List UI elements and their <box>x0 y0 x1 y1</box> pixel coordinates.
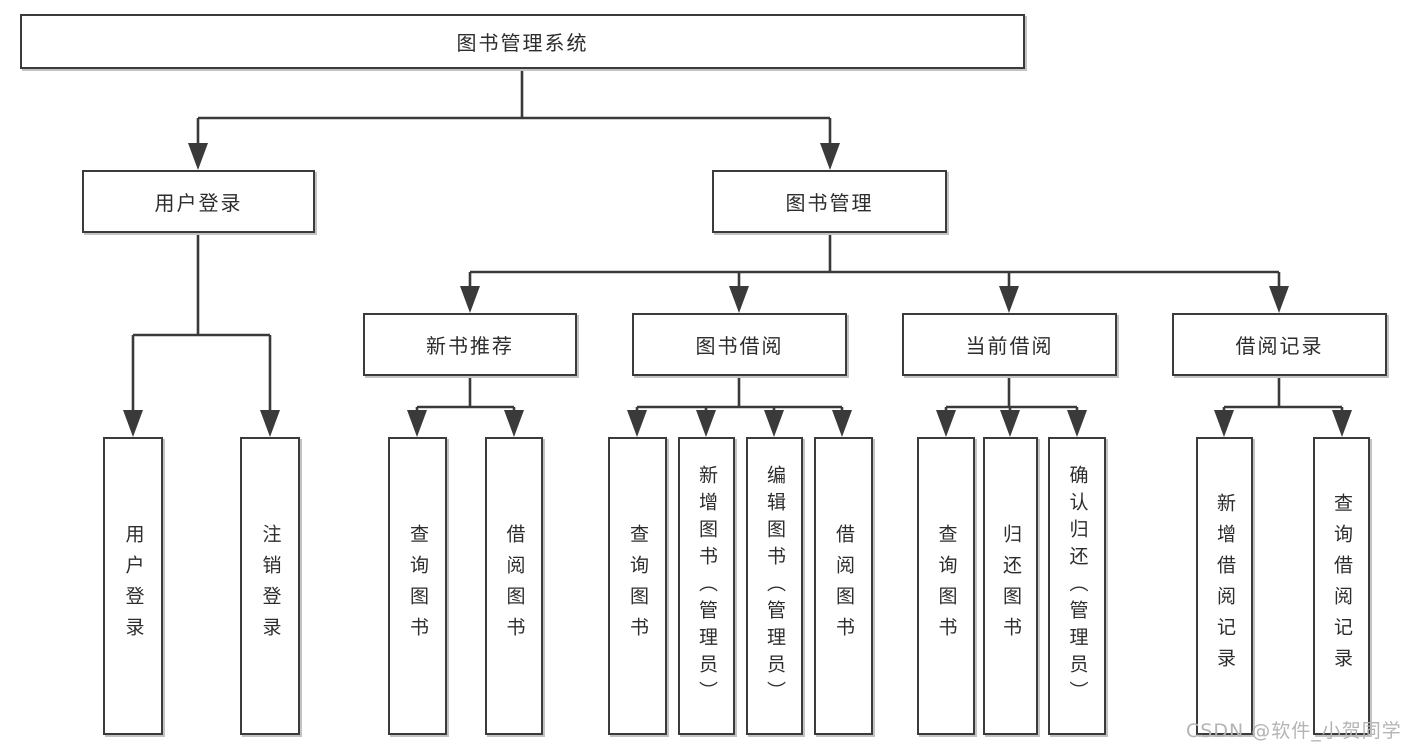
node-label: 注销登录 <box>259 524 282 648</box>
node-label: 查询图书 <box>935 524 958 648</box>
node-current-borrow: 当前借阅 <box>902 313 1117 376</box>
node-label: 用户登录 <box>154 191 243 215</box>
leaf-confirm-return-admin: 确认归还（管理员） <box>1048 437 1106 735</box>
node-label: 图书借阅 <box>695 334 784 358</box>
node-label: 查询借阅记录 <box>1331 493 1353 679</box>
node-label: 归还图书 <box>1000 524 1022 648</box>
leaf-add-books-admin: 新增图书（管理员） <box>678 437 735 735</box>
node-label: 用户登录 <box>122 524 145 648</box>
leaf-borrow-books-recommend: 借阅图书 <box>485 437 543 735</box>
node-library-management-system: 图书管理系统 <box>20 14 1025 69</box>
leaf-return-books: 归还图书 <box>983 437 1038 735</box>
leaf-query-books-recommend: 查询图书 <box>388 437 447 735</box>
node-label: 确认归还（管理员） <box>1066 464 1089 708</box>
node-user-login: 用户登录 <box>82 170 315 233</box>
node-new-book-recommend: 新书推荐 <box>363 313 577 376</box>
node-label: 借阅记录 <box>1235 334 1324 358</box>
node-label: 查询图书 <box>407 524 429 648</box>
node-book-borrow: 图书借阅 <box>632 313 847 376</box>
node-borrow-records: 借阅记录 <box>1172 313 1387 376</box>
node-label: 新书推荐 <box>426 334 514 358</box>
leaf-add-borrow-record: 新增借阅记录 <box>1196 437 1253 735</box>
node-label: 编辑图书（管理员） <box>764 464 786 708</box>
leaf-user-login: 用户登录 <box>103 437 163 735</box>
node-label: 新增借阅记录 <box>1214 493 1236 679</box>
node-label: 图书管理系统 <box>456 31 589 55</box>
leaf-query-books-current: 查询图书 <box>917 437 975 735</box>
node-label: 当前借阅 <box>965 334 1054 358</box>
node-book-management: 图书管理 <box>712 170 947 233</box>
leaf-edit-books-admin: 编辑图书（管理员） <box>746 437 803 735</box>
node-label: 借阅图书 <box>833 524 855 648</box>
leaf-query-books-borrow: 查询图书 <box>608 437 667 735</box>
leaf-borrow-books: 借阅图书 <box>814 437 873 735</box>
node-label: 图书管理 <box>785 191 874 215</box>
leaf-logout: 注销登录 <box>240 437 300 735</box>
leaf-query-borrow-record: 查询借阅记录 <box>1313 437 1370 735</box>
node-label: 查询图书 <box>627 524 649 648</box>
node-label: 新增图书（管理员） <box>696 464 718 708</box>
node-label: 借阅图书 <box>503 524 526 648</box>
